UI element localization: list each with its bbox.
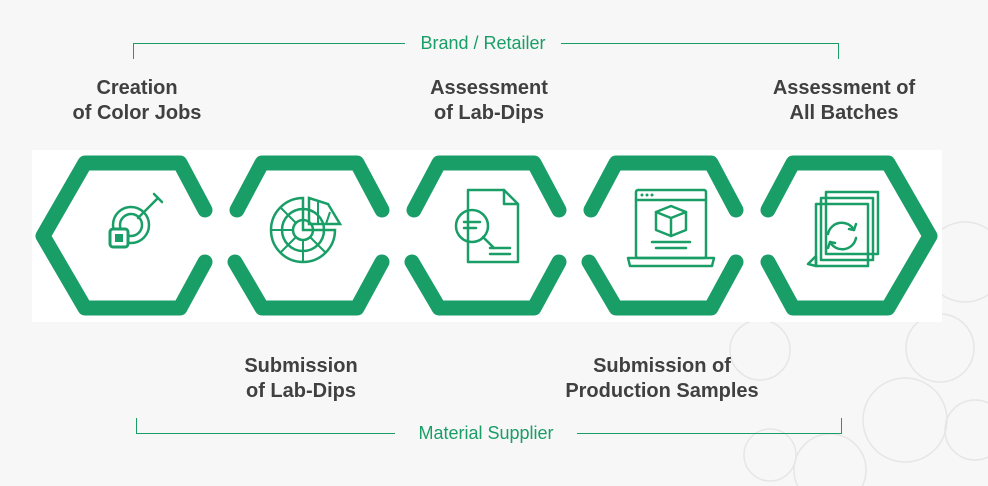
step-1-label: Creation of Color Jobs	[72, 77, 202, 124]
laptop-package-icon	[626, 188, 716, 268]
batch-refresh-icon	[806, 190, 880, 268]
document-search-icon	[454, 188, 520, 264]
hexagon-1	[35, 155, 213, 316]
step-5-label: Assessment of All Batches	[772, 77, 916, 124]
hexagon-2	[227, 155, 390, 316]
step-2-label: Submission of Lab-Dips	[244, 355, 358, 402]
color-wheel-icon	[269, 196, 343, 264]
step-4-label: Submission of Production Samples	[565, 355, 759, 402]
hexagon-5	[760, 155, 938, 316]
color-picker-icon	[108, 192, 164, 249]
hexagon-3	[404, 155, 567, 316]
role-material-supplier: Material Supplier	[395, 422, 577, 445]
role-brand-retailer: Brand / Retailer	[405, 32, 561, 55]
hexagon-4	[581, 155, 744, 316]
step-3-label: Assessment of Lab-Dips	[430, 77, 548, 124]
